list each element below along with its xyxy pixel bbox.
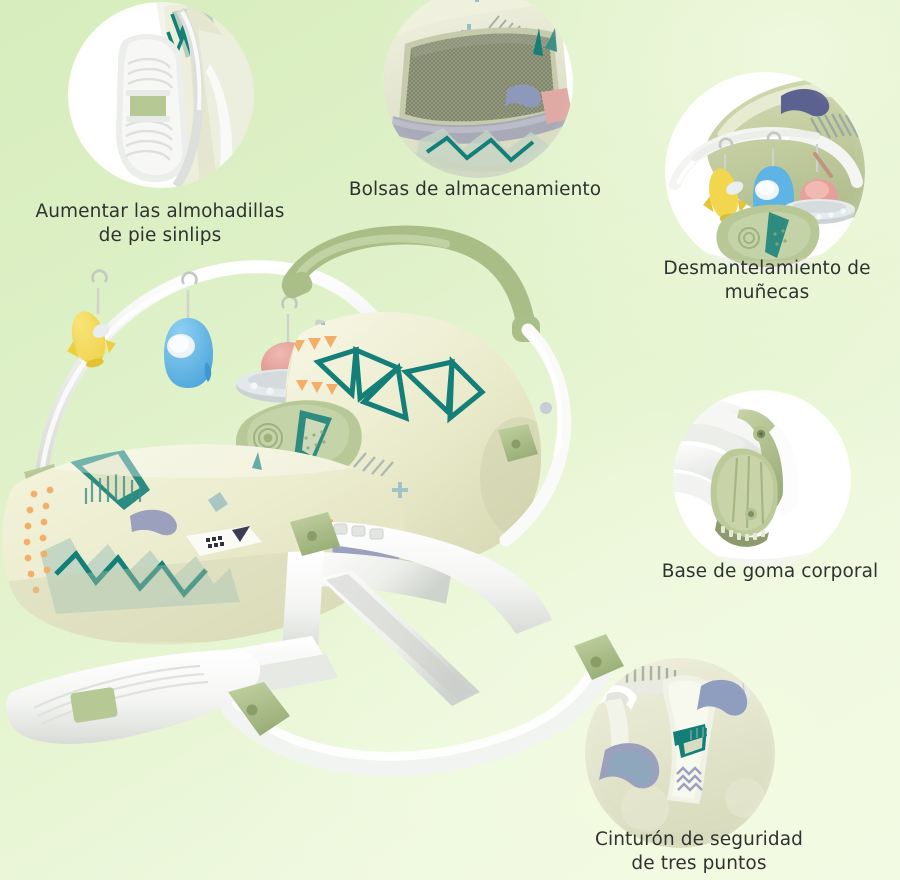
callout-circle-harness	[585, 658, 775, 848]
caption-rubber-base: Base de goma corporal	[661, 561, 879, 582]
rocker-foot-right	[574, 634, 624, 680]
rocket-toy	[67, 269, 116, 368]
callout-circle-rubber-base	[673, 390, 851, 568]
side-frame-tube	[499, 323, 572, 547]
callout-circle-storage	[383, 0, 573, 178]
control-buttons[interactable]	[333, 523, 384, 540]
footrest-pad	[6, 649, 261, 744]
caption-detachable-toys: Desmantelamiento de muñecas	[663, 258, 871, 304]
caption-footpads: Aumentar las almohadillas de pie sinlips	[35, 201, 285, 247]
rocker-base	[6, 424, 624, 777]
caption-storage: Bolsas de almacenamiento	[348, 179, 602, 200]
callout-circle-footpads	[68, 2, 254, 188]
product-image-baby-rocker	[0, 222, 660, 810]
caption-three-point-harness: Cinturón de seguridad de tres puntos	[594, 829, 804, 875]
rocker-foot-left	[228, 682, 290, 736]
astronaut-toy	[164, 271, 213, 388]
callout-circle-toys	[665, 72, 865, 272]
